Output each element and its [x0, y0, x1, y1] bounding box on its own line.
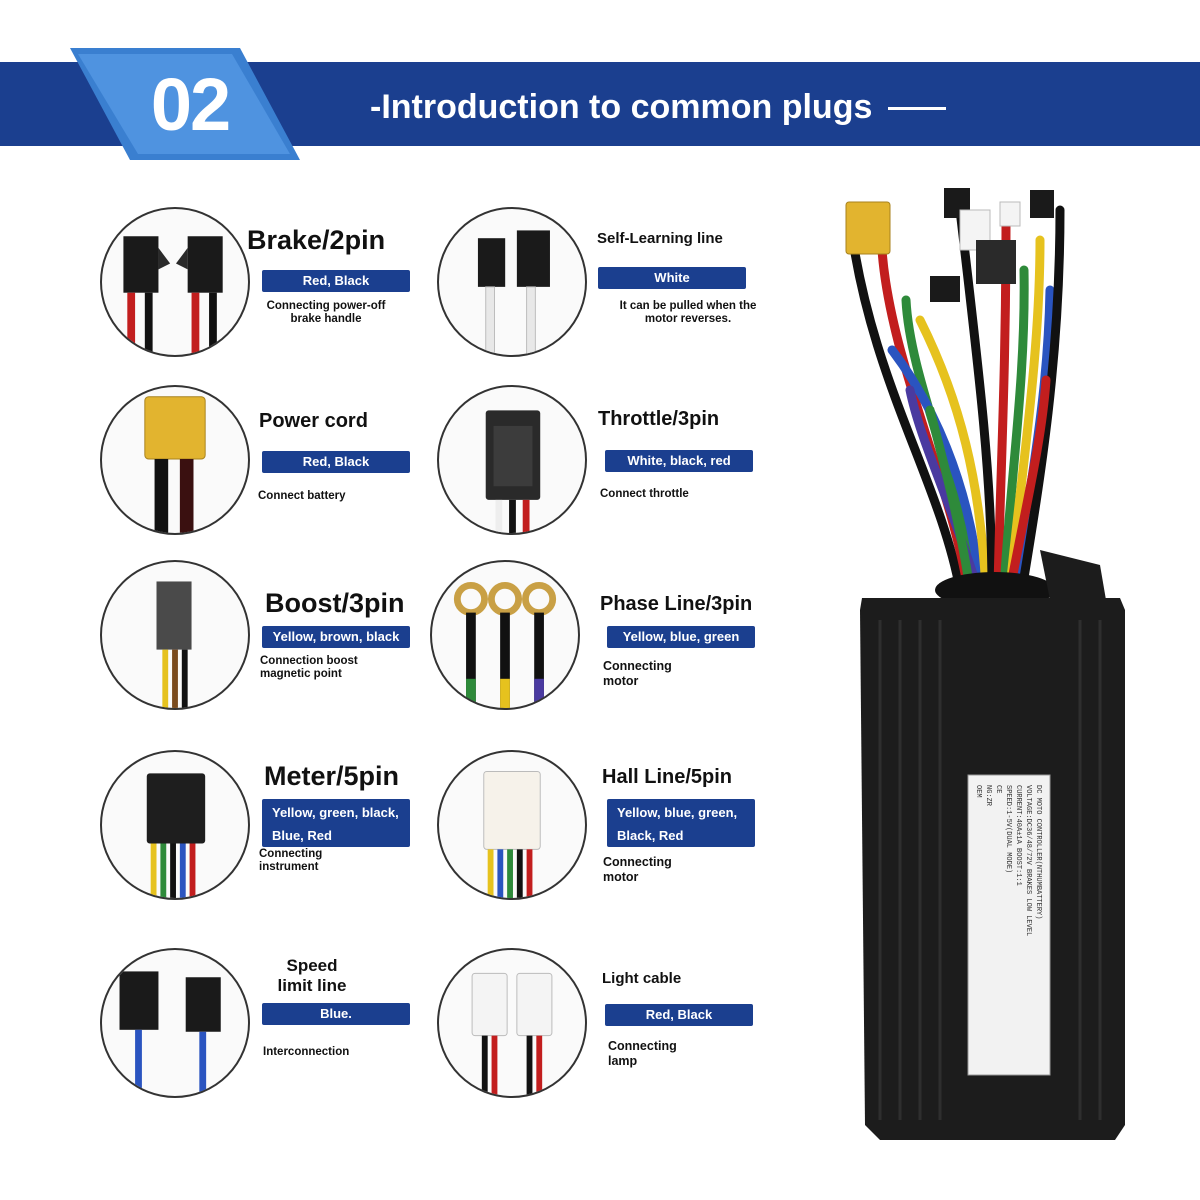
boost-desc: Connection boost magnetic point: [260, 655, 358, 681]
meter-colors-line2: Blue, Red: [272, 828, 332, 843]
label-line-4: SPEED:1-5V(DUAL MODE): [1004, 785, 1012, 874]
light-title: Light cable: [602, 970, 682, 987]
hall-desc-line1: Connecting: [603, 855, 672, 869]
phase-desc-line2: motor: [603, 674, 639, 688]
phase-desc: Connecting motor: [603, 659, 672, 689]
hall-title: Hall Line/5pin: [602, 766, 733, 788]
boost-desc-line1: Connection boost: [260, 655, 358, 667]
brake-title: Brake/2pin: [247, 225, 386, 255]
brake-colors: Red, Black: [262, 270, 410, 292]
boost-plug-image: [100, 560, 250, 710]
speed-title-line2: limit line: [277, 976, 347, 995]
label-line-5: CE: [994, 785, 1002, 794]
brake-desc: Connecting power-off brake handle: [250, 300, 402, 326]
meter-desc-line1: Connecting: [259, 848, 323, 860]
boost-colors: Yellow, brown, black: [262, 626, 410, 648]
speed-title: Speed limit line: [242, 956, 382, 996]
power-title: Power cord: [259, 410, 368, 432]
self-learning-desc-line2: motor reverses.: [644, 313, 732, 325]
throttle-colors: White, black, red: [605, 450, 753, 472]
light-plug-image: [437, 948, 587, 1098]
phase-colors: Yellow, blue, green: [607, 626, 755, 648]
power-desc: Connect battery: [258, 490, 346, 502]
speed-plug-image: [100, 948, 250, 1098]
hall-colors-line2: Black, Red: [617, 828, 684, 843]
phase-title: Phase Line/3pin: [600, 593, 753, 615]
power-plug-image: [100, 385, 250, 535]
light-desc-line2: lamp: [608, 1054, 638, 1068]
meter-colors: Yellow, green, black, Blue, Red: [262, 799, 410, 847]
brake-desc-line2: brake handle: [290, 313, 362, 325]
hall-plug-image: [437, 750, 587, 900]
speed-title-line1: Speed: [286, 956, 338, 975]
light-desc-line1: Connecting: [608, 1039, 677, 1053]
speed-desc: Interconnection: [263, 1046, 350, 1058]
throttle-title: Throttle/3pin: [598, 408, 720, 430]
power-colors: Red, Black: [262, 451, 410, 473]
controller-image: [845, 188, 1125, 1140]
meter-title: Meter/5pin: [264, 761, 400, 791]
phase-plug-image: [430, 560, 580, 710]
throttle-desc: Connect throttle: [600, 488, 689, 500]
meter-colors-line1: Yellow, green, black,: [272, 805, 399, 820]
hall-colors: Yellow, blue, green, Black, Red: [607, 799, 755, 847]
label-line-3: CURRENT:40A±1A BOOST:1:1: [1014, 785, 1022, 886]
page-title: -Introduction to common plugs: [370, 88, 873, 126]
label-line-6: NG:ZR: [984, 785, 992, 807]
self-learning-colors: White: [598, 267, 746, 289]
light-desc: Connecting lamp: [608, 1039, 677, 1069]
meter-plug-image: [100, 750, 250, 900]
label-line-7: OEM: [974, 785, 982, 798]
self-learning-desc-line1: It can be pulled when the: [619, 300, 757, 312]
phase-desc-line1: Connecting: [603, 659, 672, 673]
boost-desc-line2: magnetic point: [260, 668, 342, 680]
self-learning-title: Self-Learning line: [597, 230, 723, 247]
speed-colors: Blue.: [262, 1003, 410, 1025]
meter-desc: Connecting instrument: [259, 848, 322, 874]
hall-desc-line2: motor: [603, 870, 639, 884]
label-line-1: DC MOTO CONTROLLER(NTHUMBATTERY): [1034, 785, 1042, 920]
brake-desc-line1: Connecting power-off: [266, 300, 386, 312]
self-learning-plug-image: [437, 207, 587, 357]
meter-desc-line2: instrument: [259, 861, 319, 873]
hall-desc: Connecting motor: [603, 855, 672, 885]
light-colors: Red, Black: [605, 1004, 753, 1026]
self-learning-desc: It can be pulled when the motor reverses…: [603, 300, 773, 326]
label-line-2: VOLTAGE:DC36/48/72V BRAKES LOW LEVEL: [1024, 785, 1032, 937]
throttle-plug-image: [437, 385, 587, 535]
section-number: 02: [150, 63, 231, 146]
title-rule: [888, 107, 946, 110]
boost-title: Boost/3pin: [265, 588, 405, 618]
hall-colors-line1: Yellow, blue, green,: [617, 805, 738, 820]
section-badge: [70, 48, 300, 160]
brake-plug-image: [100, 207, 250, 357]
